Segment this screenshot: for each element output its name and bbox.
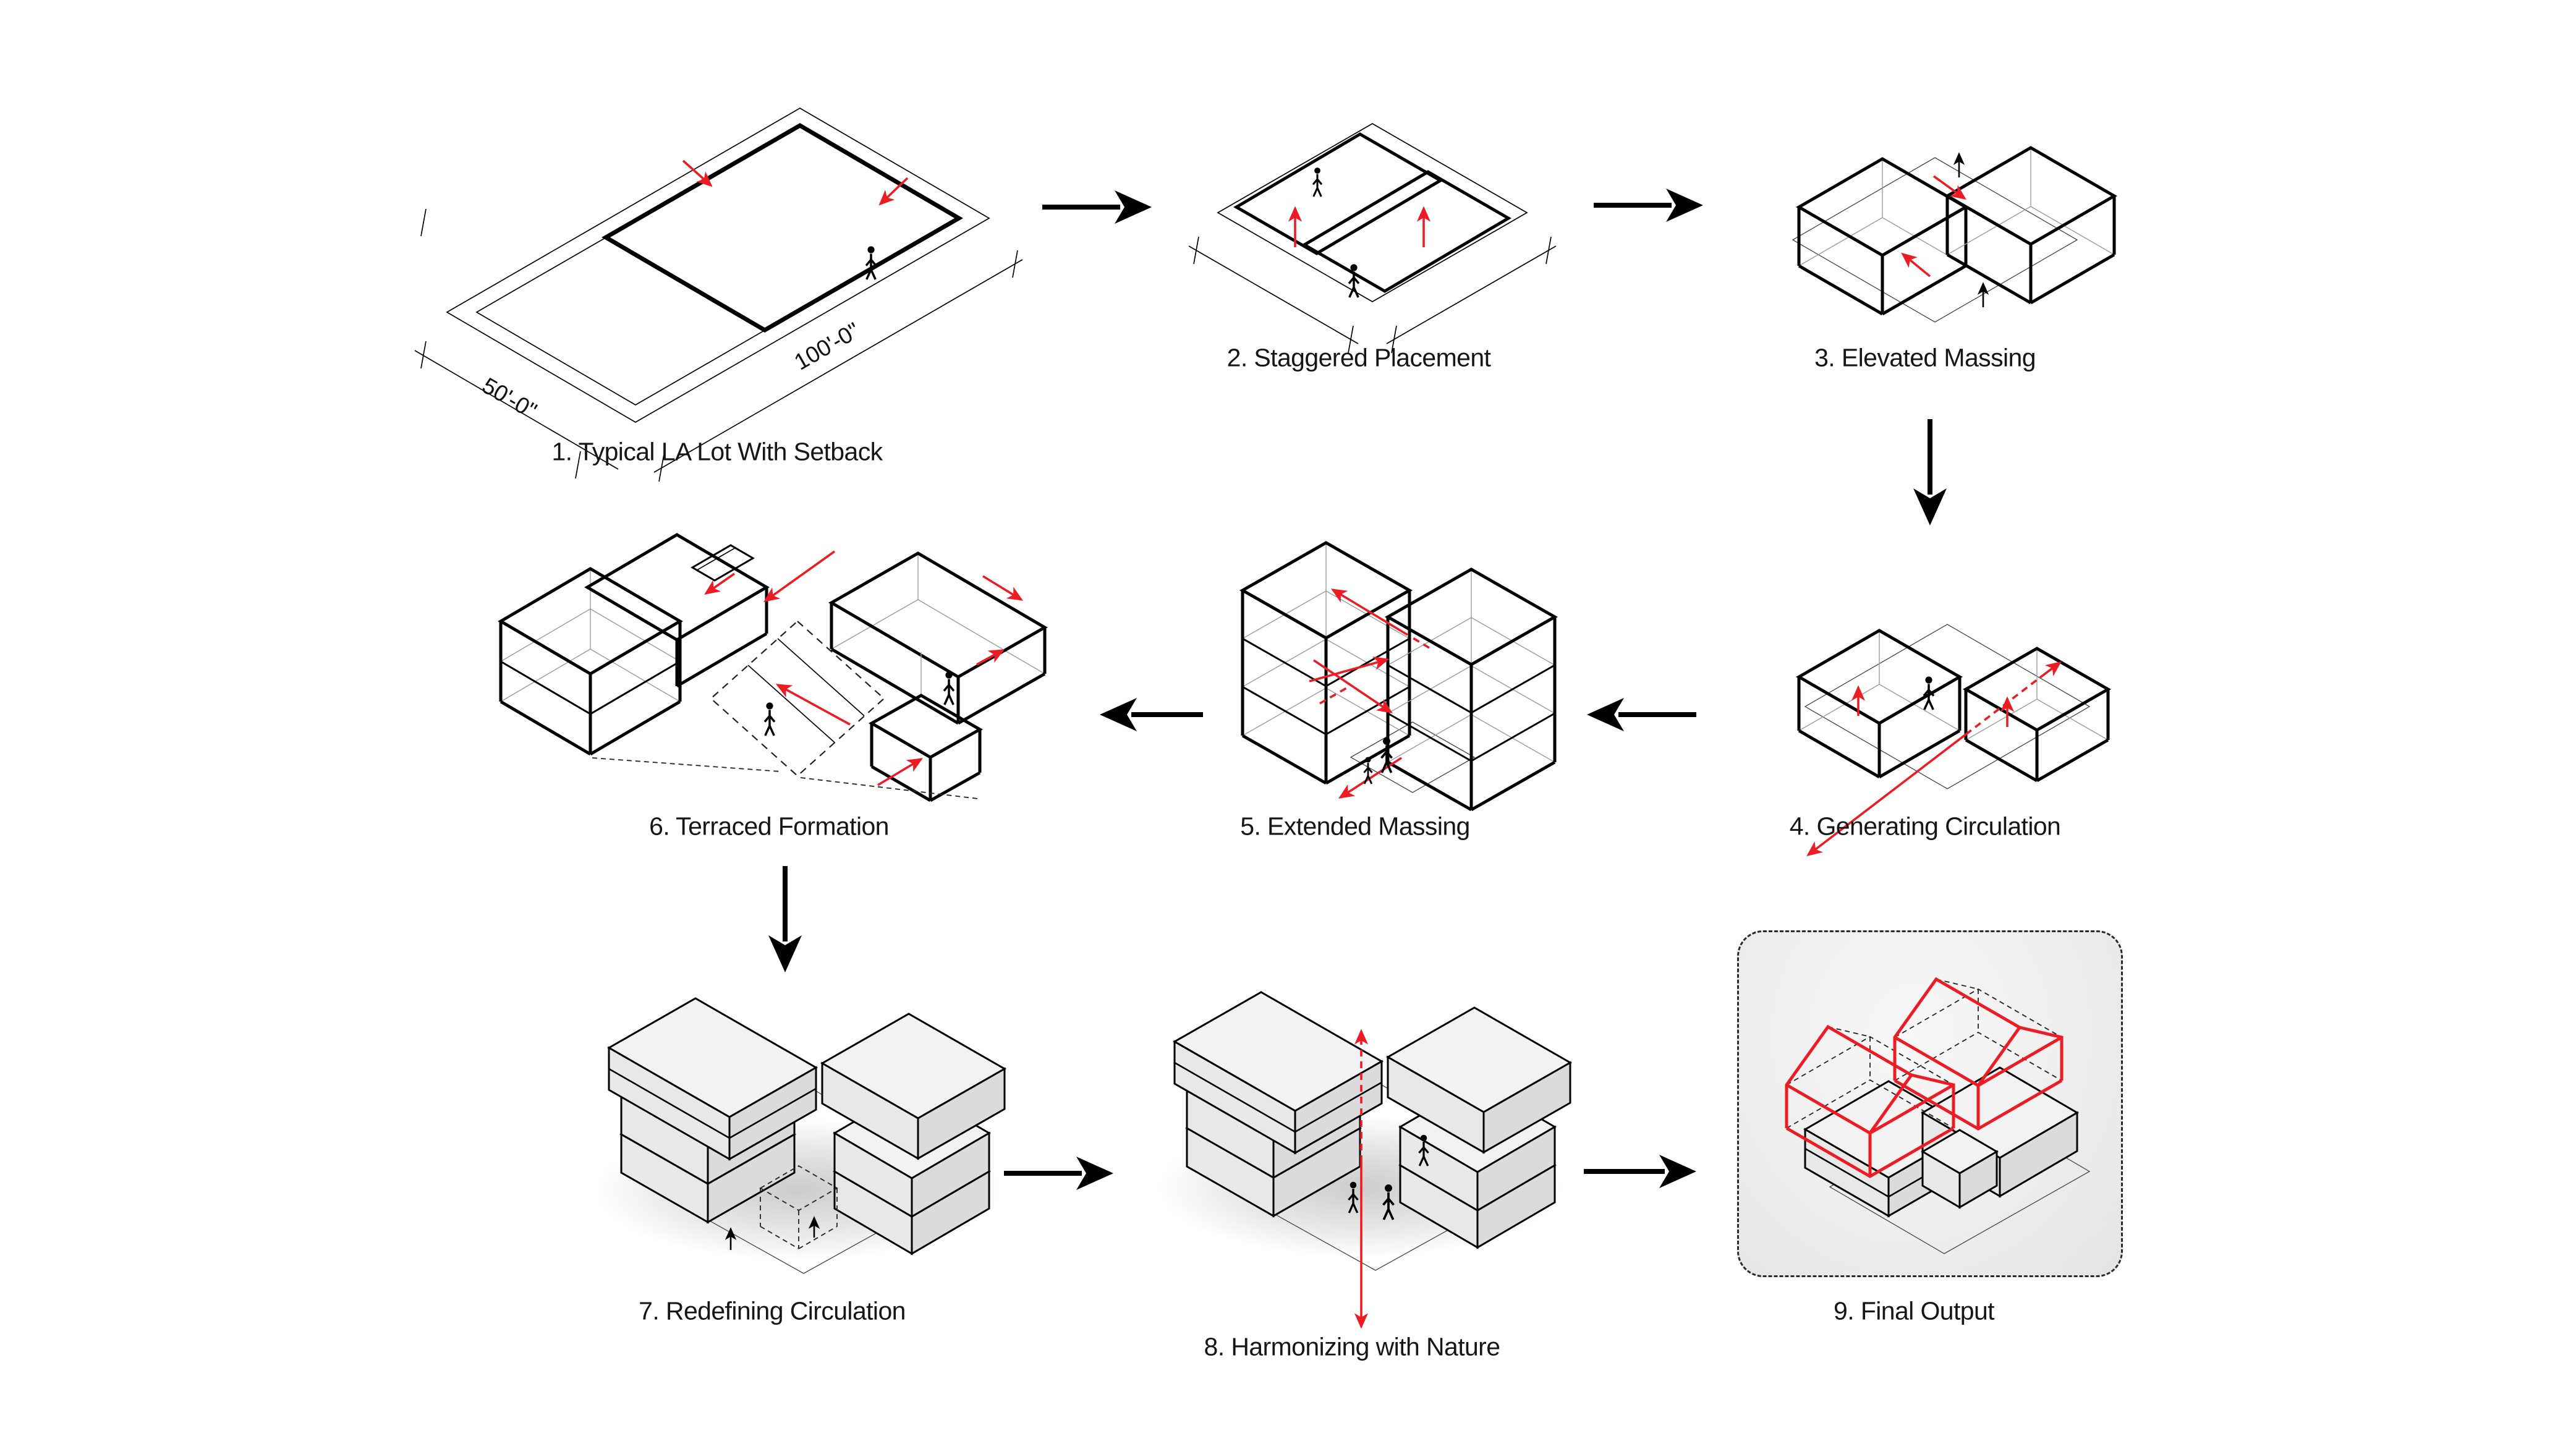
courtyard-dashed-outline [710, 620, 885, 777]
step-1-figure: 50'-0" 100'-0" [414, 108, 1023, 482]
unit-2-footprint [1301, 170, 1511, 293]
flow-arrow-5-6 [1100, 698, 1203, 731]
step-8-label: 8. Harmonizing with Nature [1204, 1332, 1500, 1361]
massing-box-left [1795, 629, 1963, 779]
gray-tower-left [1172, 991, 1384, 1218]
setback-outline [475, 125, 960, 406]
terraced-mass-left [498, 533, 770, 756]
person-icon [1923, 675, 1935, 711]
person-icon [1348, 263, 1360, 299]
tower-right [1384, 567, 1558, 812]
dimension-label-width: 50'-0" [478, 373, 541, 424]
unit-1-footprint [1233, 132, 1443, 255]
ground-outline [1350, 721, 1476, 793]
red-house-right [1893, 977, 2064, 1131]
step-6-figure [498, 533, 1048, 802]
circulation-axis-arrow [1806, 661, 2062, 857]
terrace-arrows-left [704, 550, 851, 726]
roof-slab [691, 544, 755, 582]
step-4-label: 4. Generating Circulation [1789, 812, 2061, 841]
person-icon [763, 701, 776, 737]
step-5-label: 5. Extended Massing [1240, 812, 1470, 841]
ground-dashed-line [800, 777, 979, 799]
tower-left [1239, 541, 1413, 785]
massing-box-right [1962, 647, 2112, 783]
gray-base-right [1921, 1066, 2079, 1209]
person-icon [943, 670, 955, 706]
buildable-area-outline [601, 122, 963, 333]
person-icon [865, 245, 877, 281]
lot-boundary-outline [446, 108, 990, 423]
circulation-dashed-cube [759, 1165, 838, 1249]
step-3-label: 3. Elevated Massing [1814, 343, 2036, 372]
lot-outline [1217, 123, 1528, 302]
setback-direction-arrows [682, 159, 909, 206]
flow-arrow-6-7 [768, 866, 802, 972]
flow-arrow-3-4 [1913, 419, 1947, 525]
step-7-figure [593, 997, 1007, 1274]
flow-arrow-1-2 [1042, 190, 1152, 224]
step-2-figure [1188, 123, 1557, 354]
flow-arrow-8-9 [1584, 1155, 1696, 1188]
step-4-figure [1795, 624, 2112, 857]
terraced-mass-right [828, 551, 1048, 802]
dimension-lines [1188, 236, 1557, 354]
terrace-arrows-right [877, 575, 1024, 786]
step-5-figure [1239, 541, 1558, 812]
gray-tower-left [606, 997, 818, 1224]
ground-outline [1792, 157, 2078, 323]
person-icon [1312, 166, 1323, 198]
step-9-figure [1785, 977, 2091, 1254]
step-1-label: 1. Typical LA Lot With Setback [551, 437, 883, 466]
step-6-label: 6. Terraced Formation [649, 812, 889, 841]
extension-arrows [1309, 589, 1430, 799]
red-arrow-icon [1932, 175, 1966, 200]
massing-box-right [1944, 146, 2117, 305]
flow-arrow-7-8 [1004, 1157, 1113, 1190]
step-8-figure [1156, 991, 1573, 1329]
step-7-label: 7. Redefining Circulation [639, 1296, 906, 1325]
step-2-label: 2. Staggered Placement [1226, 343, 1491, 372]
step-3-figure [1792, 146, 2117, 323]
red-arrow-icon [682, 159, 713, 187]
red-house-left [1785, 1024, 1955, 1178]
flow-arrow-2-3 [1594, 189, 1703, 222]
gray-tower-right [1385, 1006, 1573, 1249]
red-arrow-icon [1901, 252, 1931, 278]
ground-outline [1804, 624, 2091, 789]
gray-tower-right [820, 1013, 1007, 1256]
red-arrow-icon [878, 177, 909, 206]
flow-arrow-4-5 [1587, 698, 1696, 731]
ground-dashed-line [592, 757, 781, 772]
step-9-label: 9. Final Output [1834, 1296, 1995, 1325]
